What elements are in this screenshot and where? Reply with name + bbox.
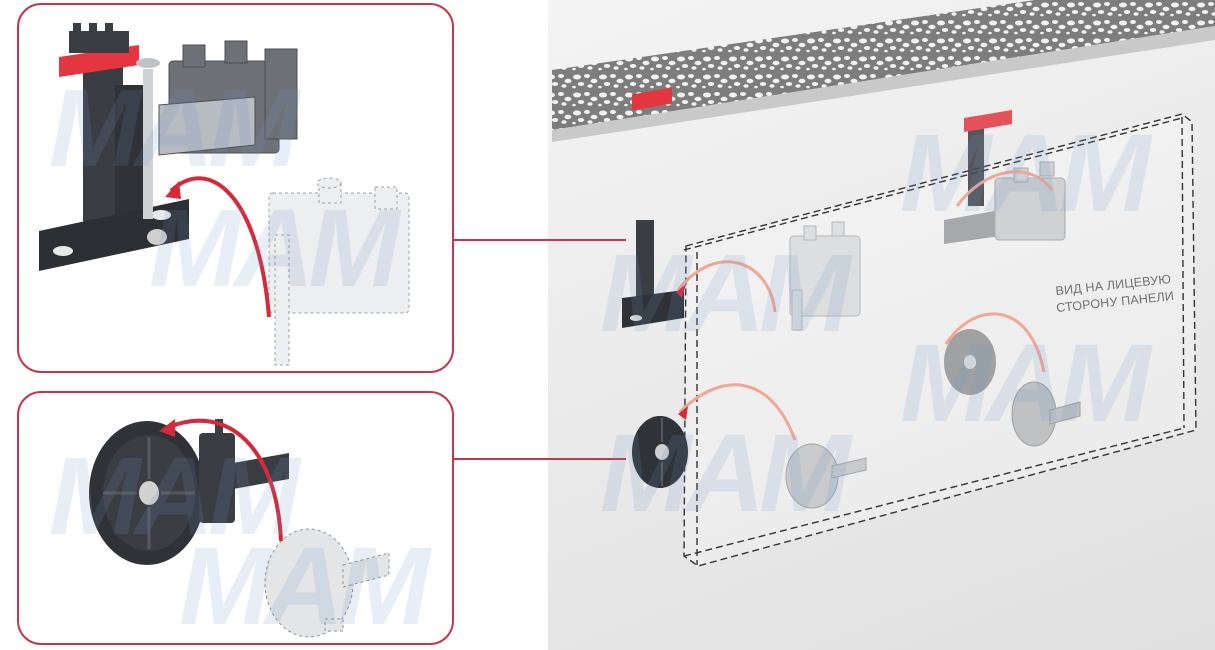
panel-disc-right [944,329,996,395]
disc-fitting-mounted [199,419,289,523]
arrow-faded-right [944,312,1046,373]
panel-fitting-right [1011,381,1081,447]
callout-disc-detail: MAM MAM [17,391,454,645]
wall-bracket-left [622,87,684,328]
disc-detail-illustration [89,418,390,638]
bracket-detail-illustration [39,23,410,366]
disc-arrow-head [159,419,175,437]
red-clip [59,23,139,77]
panel-fitting-middle [789,221,861,331]
disc-fitting-outline [264,528,390,638]
screw [136,58,160,219]
arrow-faded-upper-right [955,170,1054,207]
disc-dark [89,421,205,565]
wall-bracket-right [944,110,1012,244]
callout-bracket-detail: MAM MAM [17,3,454,373]
disc-arrow [168,418,283,542]
arrow-faded-middle [676,260,777,313]
glass-panel [683,113,1197,567]
arrow-faded-lower [678,383,797,441]
panel-fitting-lower [785,443,867,509]
mounted-mechanism [158,40,298,156]
bracket-dark [39,67,189,271]
mount-arrow [169,176,271,318]
wall-disc [632,416,688,488]
perforated-trim [552,0,1215,142]
mount-arrow-head [165,181,181,199]
mechanism-outline [268,177,410,366]
